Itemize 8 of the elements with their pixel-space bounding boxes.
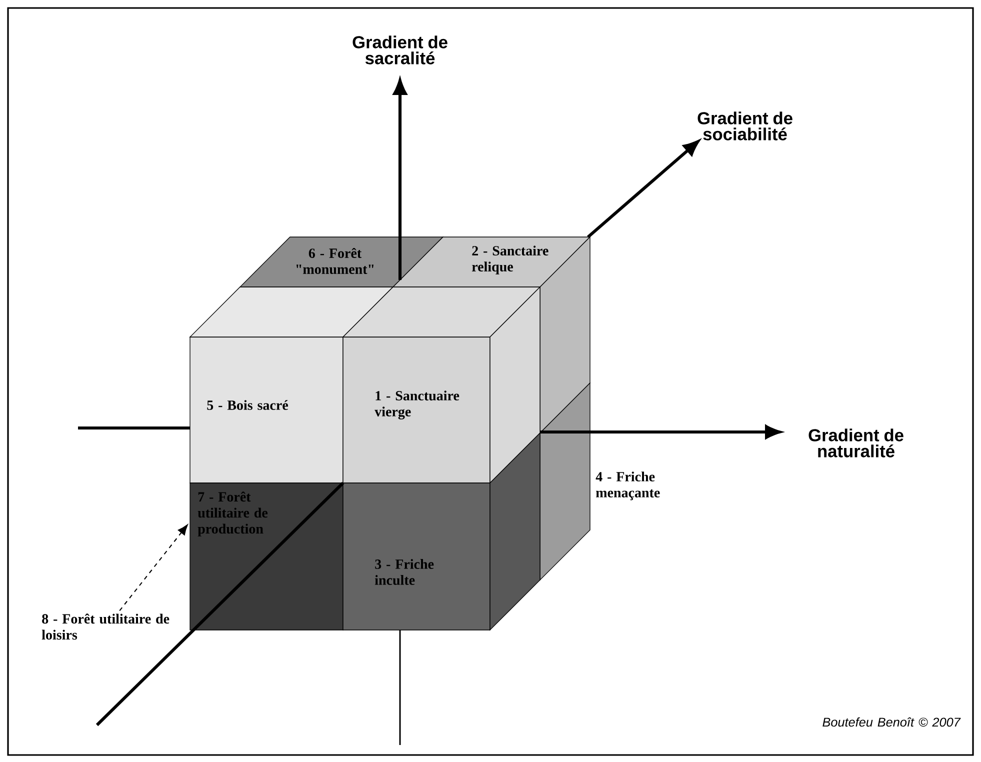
- credit-text: Boutefeu Benoît © 2007: [822, 717, 961, 727]
- axis-label: Gradient de sacralité: [352, 36, 448, 64]
- arrow: [119, 524, 188, 611]
- axis-label: Gradient de naturalité: [808, 428, 904, 458]
- axis-label: Gradient de sociabilité: [698, 112, 792, 140]
- annotation-text: 8 - Forêt utilitaire de loisirs: [42, 614, 170, 640]
- node-label: 4 - Friche menaçante: [596, 472, 660, 500]
- cube-cell: 7 - Forêt utilitaire de production: [190, 482, 344, 630]
